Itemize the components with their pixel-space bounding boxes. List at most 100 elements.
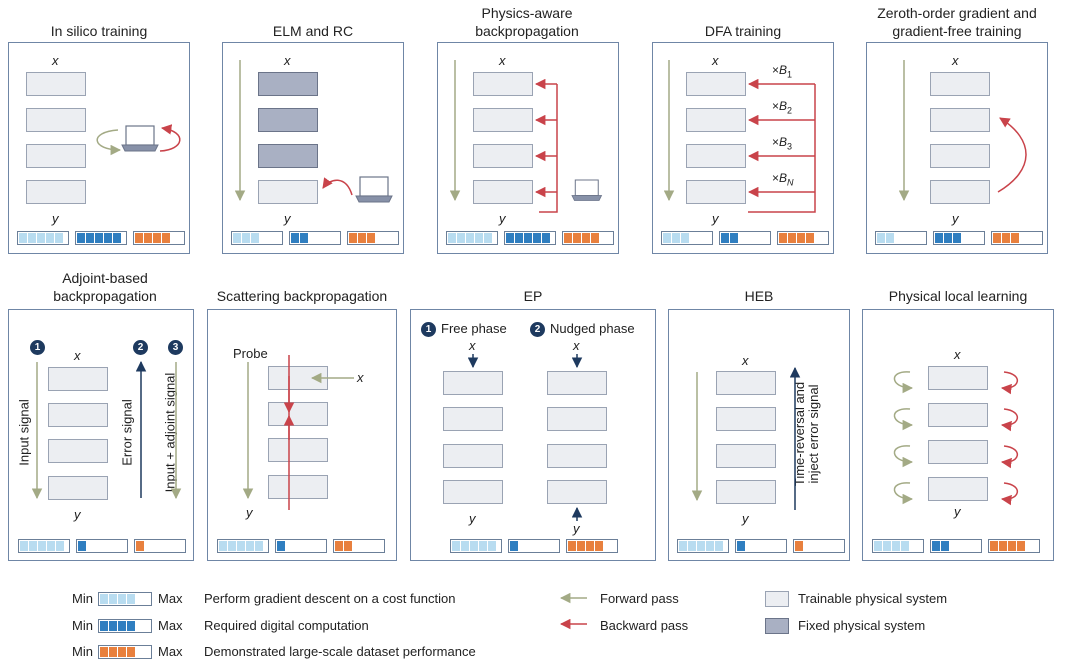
legend-fixed-swatch <box>765 618 789 634</box>
dfa-feedback-b3: ×B3 <box>772 135 793 152</box>
trainable-layer <box>258 180 318 204</box>
trainable-layer <box>930 180 990 204</box>
digital-level-bar <box>76 539 128 553</box>
panel-heb <box>668 309 850 561</box>
trainable-layer <box>547 444 607 468</box>
panel-scattering <box>207 309 397 561</box>
trainable-layer <box>930 72 990 96</box>
digital-level-fill <box>506 233 551 243</box>
trainable-layer <box>48 476 108 500</box>
legend-performance-desc: Demonstrated large-scale dataset perform… <box>204 644 476 659</box>
input-signal-label: Input signal <box>16 399 32 466</box>
metric-bars <box>872 539 1054 553</box>
trainable-layer <box>686 144 746 168</box>
digital-level-fill <box>510 541 519 551</box>
legend-trainable-label: Trainable physical system <box>798 591 948 606</box>
legend-max: Max <box>158 591 183 606</box>
panel-title-heb: HEB <box>744 288 774 304</box>
legend-performance-bar <box>98 645 152 659</box>
legend-digital-bar <box>98 619 152 633</box>
performance-level-fill <box>564 233 600 243</box>
performance-level-bar <box>988 539 1040 553</box>
legend-trainable-swatch <box>765 591 789 607</box>
legend-gradient-desc: Perform gradient descent on a cost funct… <box>204 591 456 606</box>
trainable-layer <box>716 444 776 468</box>
digital-level-fill <box>932 541 950 551</box>
gradient-level-fill <box>874 541 910 551</box>
gradient-level-bar <box>446 231 498 245</box>
digital-level-fill <box>277 541 286 551</box>
trainable-layer <box>268 366 328 390</box>
metric-bars <box>661 231 843 245</box>
legend-gradient-bar <box>98 592 152 606</box>
trainable-layer <box>547 480 607 504</box>
gradient-level-bar <box>18 539 70 553</box>
performance-level-fill <box>779 233 815 243</box>
digital-level-bar <box>508 539 560 553</box>
output-label: y <box>52 211 59 226</box>
panel-title-local: Physical local learning <box>888 288 1028 304</box>
panel-ep <box>410 309 656 561</box>
trainable-layer <box>928 440 988 464</box>
digital-level-fill <box>77 233 122 243</box>
digital-level-bar <box>719 231 771 245</box>
trainable-layer <box>443 480 503 504</box>
performance-level-bar <box>133 231 185 245</box>
input-label: x <box>573 338 580 353</box>
trainable-layer <box>48 367 108 391</box>
digital-level-bar <box>75 231 127 245</box>
input-label: x <box>74 348 81 363</box>
trainable-layer <box>928 403 988 427</box>
performance-level-fill <box>795 541 804 551</box>
metric-bars <box>217 539 399 553</box>
input-label: x <box>954 347 961 362</box>
trainable-layer <box>26 144 86 168</box>
trainable-layer <box>716 480 776 504</box>
nudged-phase-badge: 2 <box>530 322 545 337</box>
trainable-layer <box>268 438 328 462</box>
fixed-layer <box>258 108 318 132</box>
legend-backward-label: Backward pass <box>600 618 689 633</box>
input-label: x <box>52 53 59 68</box>
error-signal-label: Error signal <box>119 399 135 466</box>
trainable-layer <box>443 444 503 468</box>
performance-level-bar <box>566 539 618 553</box>
adjoint-signal-label: Input + adjoint signal <box>162 372 178 493</box>
fixed-layer <box>258 72 318 96</box>
performance-level-bar <box>793 539 845 553</box>
input-label: x <box>952 53 959 68</box>
digital-level-fill <box>721 233 739 243</box>
trainable-layer <box>547 407 607 431</box>
performance-level-fill <box>136 541 145 551</box>
output-label: y <box>469 511 476 526</box>
gradient-level-fill <box>20 541 65 551</box>
metric-bars <box>18 539 200 553</box>
nudged-phase-label: Nudged phase <box>550 321 635 336</box>
trainable-layer <box>48 403 108 427</box>
trainable-layer <box>26 72 86 96</box>
digital-level-fill <box>737 541 746 551</box>
gradient-level-fill <box>448 233 493 243</box>
input-label: x <box>499 53 506 68</box>
trainable-layer <box>26 180 86 204</box>
performance-level-fill <box>993 233 1020 243</box>
legend-digital-desc: Required digital computation <box>204 618 369 633</box>
panel-title-zeroth-order: Zeroth-order gradient and gradient-free … <box>877 5 1037 39</box>
output-label: y <box>246 505 253 520</box>
input-label: x <box>469 338 476 353</box>
digital-level-fill <box>935 233 962 243</box>
gradient-level-fill <box>233 233 260 243</box>
panel-title-in-silico: In silico training <box>50 23 148 39</box>
output-label: y <box>742 511 749 526</box>
free-phase-badge: 1 <box>421 322 436 337</box>
legend-min: Min <box>72 644 93 659</box>
trainable-layer <box>928 477 988 501</box>
performance-level-fill <box>990 541 1026 551</box>
gradient-level-bar <box>872 539 924 553</box>
digital-level-bar <box>933 231 985 245</box>
gradient-level-bar <box>677 539 729 553</box>
legend-min: Min <box>72 591 93 606</box>
panel-title-dfa: DFA training <box>704 23 782 39</box>
trainable-layer <box>443 371 503 395</box>
trainable-layer <box>473 144 533 168</box>
